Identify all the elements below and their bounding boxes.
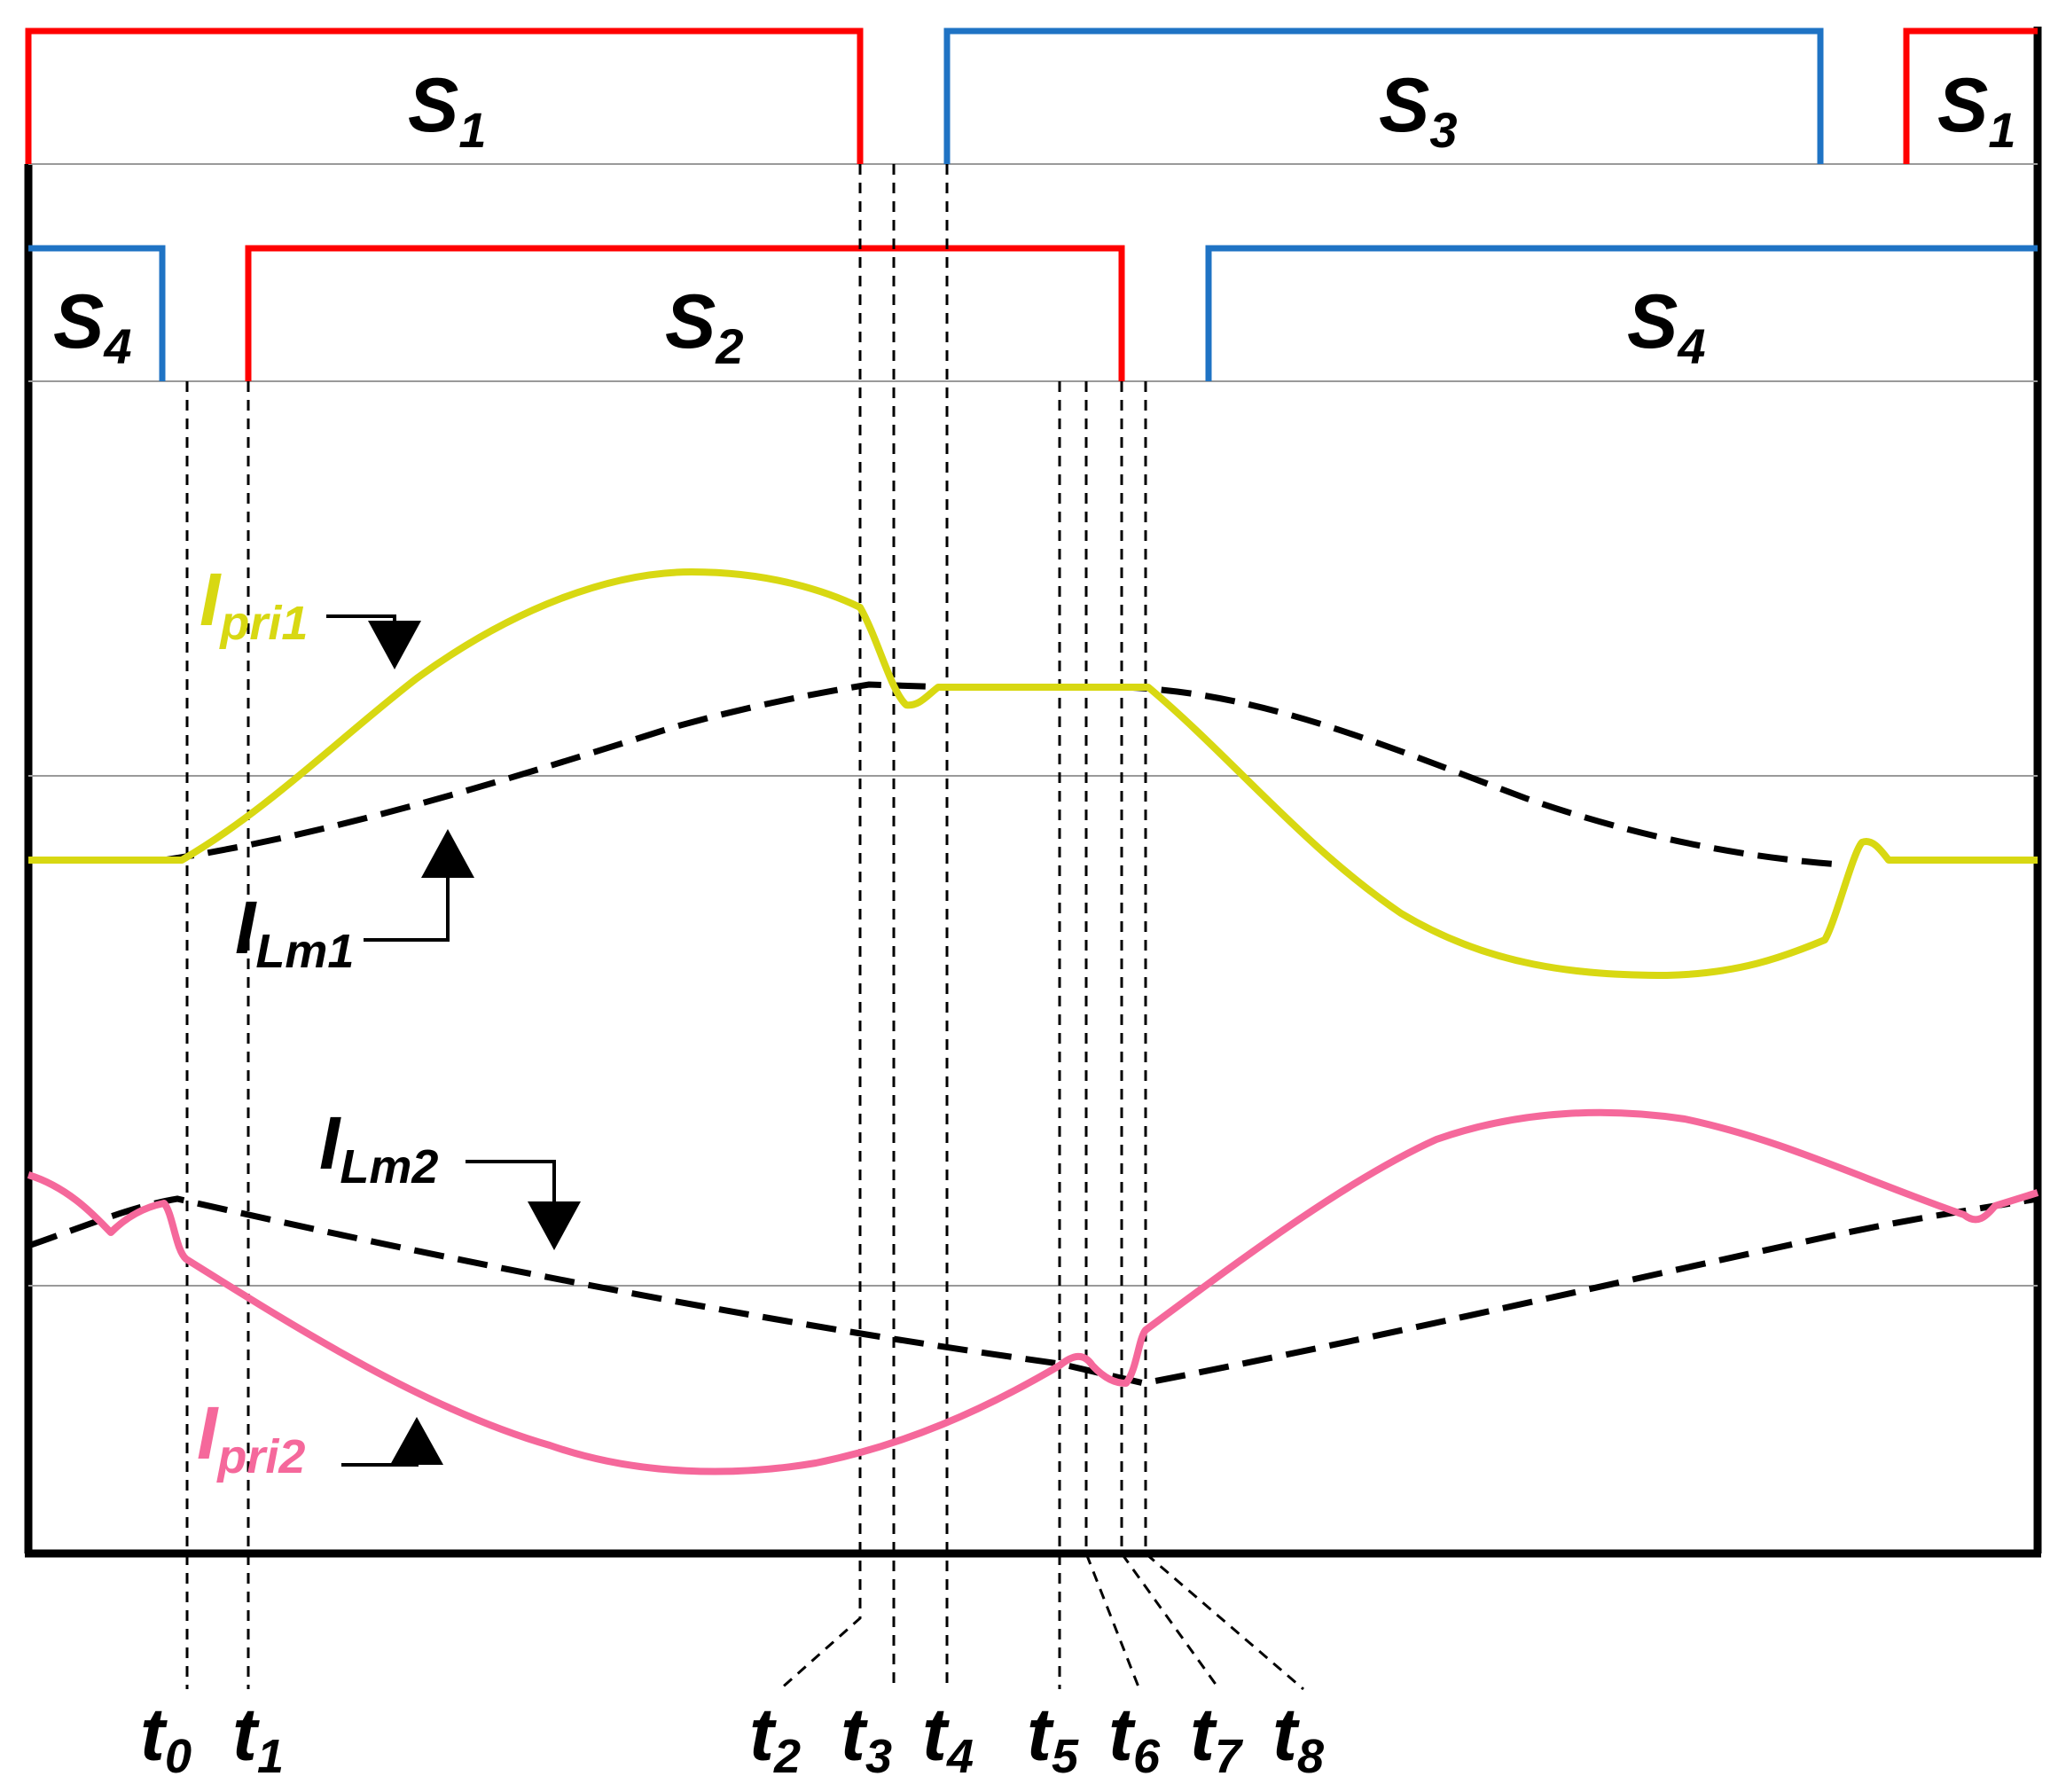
ipri2-curve: [27, 1108, 2039, 1475]
t7-label: t7: [1190, 1693, 1244, 1783]
s4-pulse: [1205, 245, 2038, 381]
guide-t6: [1084, 381, 1141, 1690]
t2-label: t2: [749, 1693, 801, 1783]
ipri2-label: Ipri2: [197, 1391, 305, 1483]
s1-label: S1: [408, 63, 487, 158]
s2-pulse: [245, 245, 1125, 381]
ipri1-curve: [28, 568, 2038, 979]
t8-label: t8: [1272, 1693, 1324, 1783]
s2-label: S2: [665, 279, 744, 374]
switch-pulses: [25, 27, 2038, 381]
ilm2-arrowhead: [528, 1201, 581, 1250]
s1-pulse: [25, 27, 864, 164]
s1-label-next: S1: [1937, 63, 2016, 158]
s4-label-prev: S4: [53, 279, 132, 374]
switch-labels: S1 S3 S1 S4 S2 S4: [53, 63, 2016, 374]
s4-label: S4: [1627, 279, 1706, 374]
s4-pulse-prev: [28, 245, 166, 381]
t4-label: t4: [922, 1693, 974, 1783]
ilm1-label: ILm1: [235, 886, 354, 978]
ilm1-pointer: [364, 873, 450, 942]
t0-label: t0: [140, 1693, 192, 1783]
diagram-frame: [24, 27, 2042, 1558]
ipri1-arrowhead: [368, 621, 421, 669]
guide-t2: [779, 164, 862, 1691]
ilm2-curve: [27, 1195, 2038, 1387]
baselines: [28, 163, 2038, 1287]
ipri2-arrowhead: [390, 1417, 443, 1465]
s3-label: S3: [1379, 63, 1458, 158]
magnetizing-currents: [27, 681, 2038, 1387]
guide-t7: [1120, 381, 1221, 1690]
t6-label: t6: [1108, 1693, 1161, 1783]
guide-t8: [1144, 381, 1304, 1691]
s1-pulse-next: [1903, 27, 2038, 164]
ipri1-label: Ipri1: [200, 558, 308, 650]
ilm1-arrowhead: [421, 829, 474, 878]
t1-label: t1: [232, 1693, 284, 1783]
ilm2-pointer: [466, 1160, 556, 1206]
time-labels: t0 t1 t2 t3 t4 t5 t6 t7 t8: [140, 1693, 1324, 1783]
ilm2-label: ILm2: [319, 1101, 438, 1193]
current-annotations: Ipri1 ILm1 ILm2 Ipri2: [197, 558, 581, 1483]
s3-pulse: [943, 27, 1824, 164]
time-guides: [185, 164, 1304, 1691]
t5-label: t5: [1027, 1693, 1079, 1783]
t3-label: t3: [841, 1693, 892, 1783]
ilm1-curve: [163, 681, 1841, 868]
